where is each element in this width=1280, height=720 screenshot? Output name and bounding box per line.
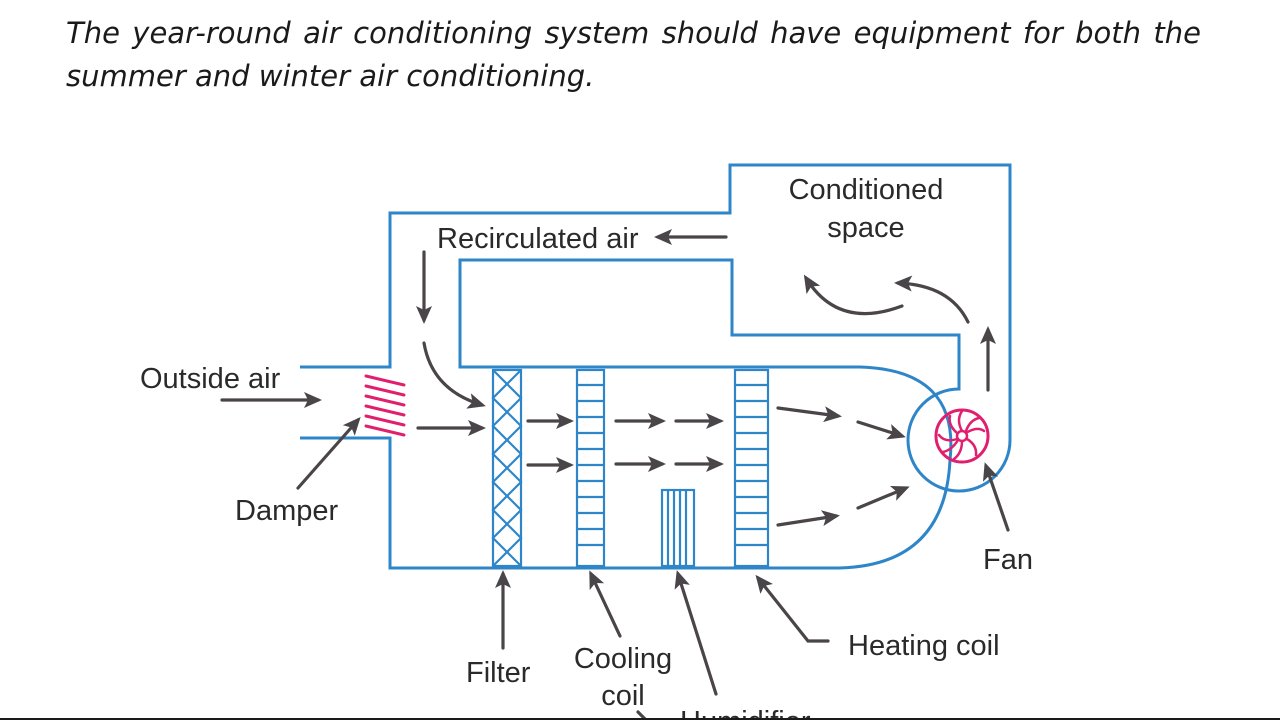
humidifier-label: Humidifier: [680, 706, 811, 720]
fan-label: Fan: [983, 544, 1033, 576]
slide-bottom-edge: [0, 718, 1280, 720]
recirculated-air-label: Recirculated air: [437, 223, 639, 255]
conditioned-space-label-line1: Conditioned: [789, 174, 944, 206]
outside-air-label: Outside air: [140, 363, 281, 395]
damper: [364, 374, 406, 437]
slide-heading: The year-round air conditioning system s…: [66, 16, 1201, 93]
filter: [491, 368, 523, 568]
conditioned-space-label-line2: space: [827, 212, 904, 244]
cooling-coil-label-line2: coil: [601, 680, 645, 712]
cooling-coil-label-line1: Cooling: [574, 643, 672, 675]
fan: [934, 408, 990, 464]
leader-lines: [296, 417, 1010, 720]
cooling-coil: [575, 368, 606, 568]
damper-label: Damper: [235, 495, 338, 527]
airflow-arrows: [220, 229, 996, 527]
humidifier: [660, 488, 696, 568]
heating-coil: [733, 368, 770, 568]
heating-coil-label: Heating coil: [848, 630, 1000, 662]
filter-label: Filter: [466, 657, 531, 689]
